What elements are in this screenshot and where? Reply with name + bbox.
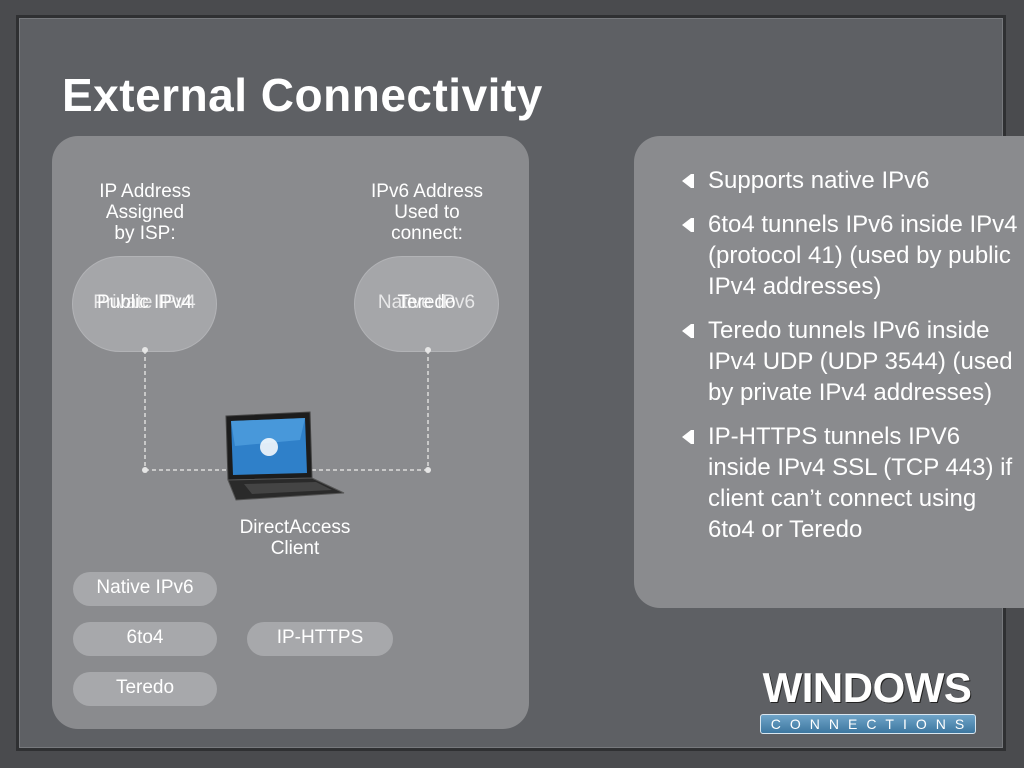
- method-native-ipv6: Native IPv6: [73, 572, 217, 606]
- laptop-icon: [225, 411, 345, 501]
- bullet-arrow-icon: [682, 324, 694, 338]
- bullet-list: Supports native IPv6 6to4 tunnels IPv6 i…: [680, 165, 1020, 558]
- bullet-text: Supports native IPv6: [708, 167, 930, 194]
- bullet-arrow-icon: [682, 218, 694, 232]
- bubble-text-public-ipv4: Public IPv4: [96, 292, 193, 313]
- bullet-text: IP-HTTPS tunnels IPV6 inside IPv4 SSL (T…: [708, 423, 1013, 543]
- bubble-text-teredo: Teredo: [397, 292, 456, 313]
- connector-dot: [425, 467, 431, 473]
- logo-subtitle-bar: CONNECTIONS: [760, 714, 976, 734]
- directaccess-client-label: DirectAccess Client: [239, 517, 351, 559]
- bubble-text-private-ipv4: Private IPv4: [93, 292, 196, 313]
- bullet-text: 6to4 tunnels IPv6 inside IPv4 (protocol …: [708, 211, 1018, 300]
- isp-address-label: IP Address Assigned by ISP:: [99, 181, 191, 244]
- bullet-arrow-icon: [682, 430, 694, 444]
- bullet-text: Teredo tunnels IPv6 inside IPv4 UDP (UDP…: [708, 317, 1013, 406]
- bullet-panel: [634, 136, 1024, 608]
- connector-dot: [142, 347, 148, 353]
- bubble-text-native-ipv6: Native IPv6: [377, 292, 476, 313]
- ipv6-address-label: IPv6 Address Used to connect:: [371, 181, 483, 244]
- isp-address-bubble: Private IPv4 Public IPv4: [73, 257, 216, 351]
- bullet-arrow-icon: [682, 174, 694, 188]
- logo-wordmark: WINDOWS: [762, 664, 972, 711]
- bullet-item: Teredo tunnels IPv6 inside IPv4 UDP (UDP…: [680, 315, 1020, 408]
- method-teredo: Teredo: [73, 672, 217, 706]
- slide-title: External Connectivity: [62, 69, 543, 121]
- bullet-item: 6to4 tunnels IPv6 inside IPv4 (protocol …: [680, 209, 1020, 302]
- connector-dot: [425, 347, 431, 353]
- method-ip-https: IP-HTTPS: [247, 622, 393, 656]
- method-6to4: 6to4: [73, 622, 217, 656]
- connector-dot: [142, 467, 148, 473]
- bullet-item: Supports native IPv6: [680, 165, 1020, 196]
- ipv6-address-bubble: Native IPv6 Teredo: [355, 257, 498, 351]
- bullet-item: IP-HTTPS tunnels IPV6 inside IPv4 SSL (T…: [680, 421, 1020, 545]
